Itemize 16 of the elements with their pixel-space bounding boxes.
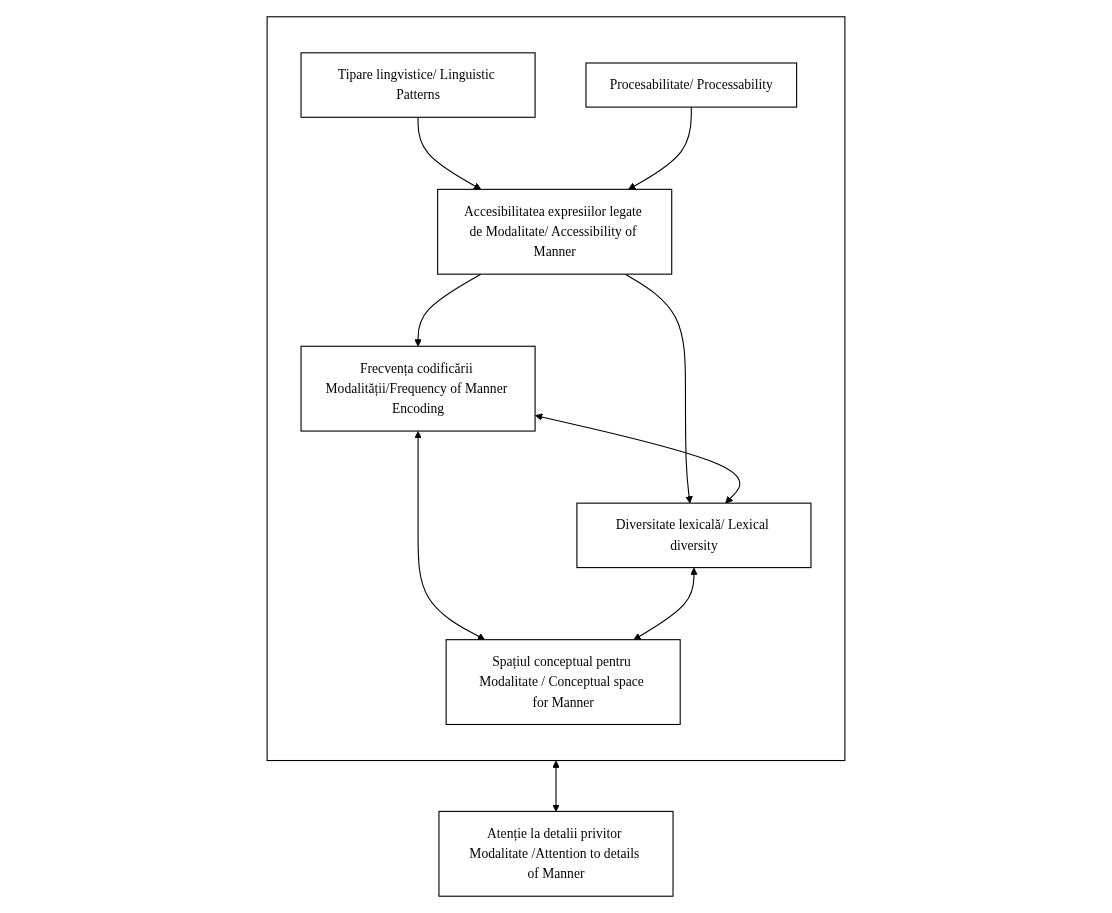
node-box: Procesabilitate/ Processability [585, 62, 798, 108]
node-box: Diversitate lexicală/ Lexical diversity [576, 502, 812, 569]
cluster [266, 16, 846, 762]
node-box: Frecvența codificării Modalității/Frequency of Manner Encoding [300, 345, 536, 432]
node-box: Atenție la detalii privitor Modalitate /Attention to details of Manner [438, 810, 674, 897]
arrow [535, 413, 741, 504]
node-box: Spațiul conceptual pentru Modalitate / Conceptual space for Manner [445, 639, 681, 726]
arrow [417, 116, 482, 190]
arrow [414, 431, 486, 640]
node-box: Accesibilitatea expresiilor legate de Modalitate/ Accessibility of Manner [437, 188, 673, 275]
arrow [552, 760, 560, 812]
node-box: Tipare lingvistice/ Linguistic Patterns [300, 52, 536, 118]
arrow [624, 273, 693, 504]
arrow [633, 567, 698, 640]
arrow [414, 273, 482, 347]
arrow [628, 106, 692, 190]
